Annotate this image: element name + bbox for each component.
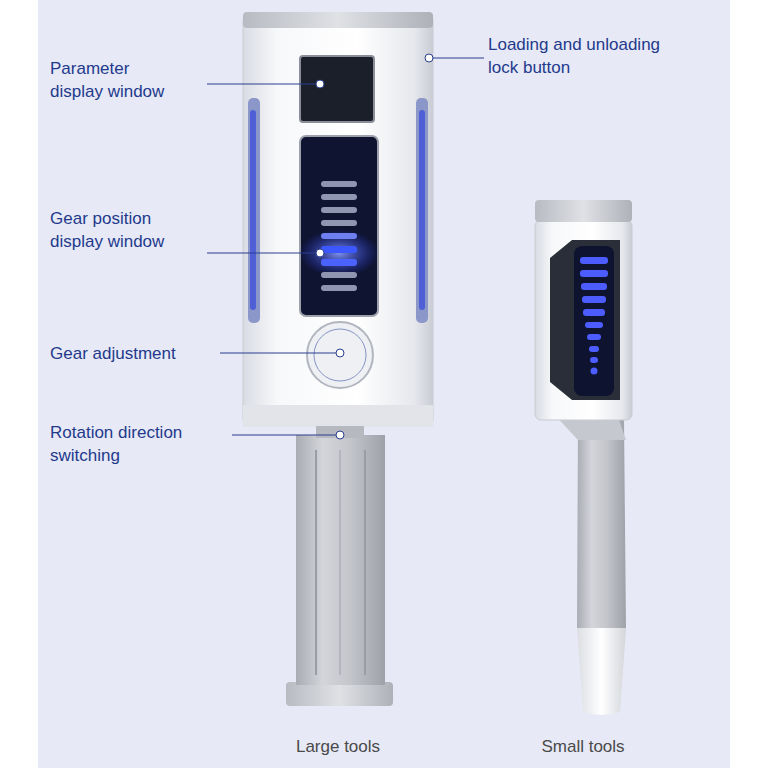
tool-caption: Large tools <box>258 735 418 758</box>
callout-label: Gear position display window <box>50 207 180 253</box>
callout-label: Gear adjustment <box>50 342 215 365</box>
callout-label: Loading and unloading lock button <box>488 33 688 79</box>
tool-caption: Small tools <box>503 735 663 758</box>
background-panel <box>38 0 730 768</box>
callout-label: Parameter display window <box>50 57 180 103</box>
small-tool <box>535 200 632 715</box>
leader-dots <box>316 54 433 439</box>
large-tool <box>243 12 433 706</box>
callout-label: Rotation direction switching <box>50 421 225 467</box>
leader-lines <box>207 58 484 435</box>
